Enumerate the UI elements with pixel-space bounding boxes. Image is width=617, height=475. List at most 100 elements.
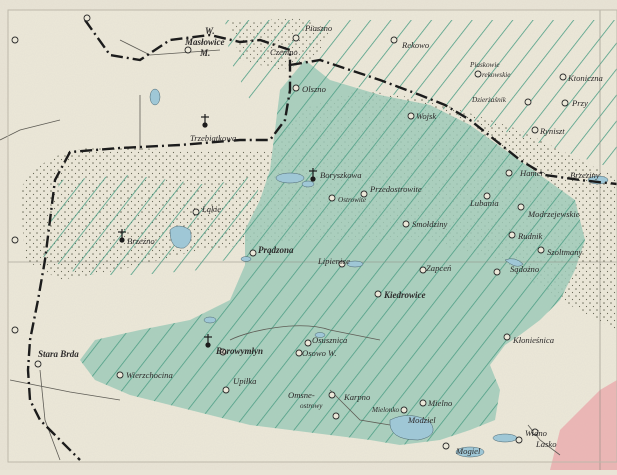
settlement-circle-icon[interactable] [517,203,525,211]
lakes [149,88,609,458]
settlement-circle-icon[interactable] [222,386,230,394]
label-mielonko: Mielonko [371,406,400,414]
settlement-circle-icon[interactable] [192,208,200,216]
settlement-circle-icon[interactable] [524,98,532,106]
settlement-circle-icon[interactable] [11,326,19,334]
label-widno: Widno [525,428,548,438]
label-borowymlyn: Borowymłyn [215,346,263,356]
settlement-circle-icon[interactable] [419,266,427,274]
label-pradzona: Prądzona [258,245,294,255]
settlement-circle-icon[interactable] [116,371,124,379]
settlement-circle-icon[interactable] [474,70,482,78]
road-3 [9,379,121,401]
settlement-circle-icon[interactable] [531,126,539,134]
settlement-circle-icon[interactable] [402,220,410,228]
church-icon [309,168,317,182]
road-5 [229,325,381,341]
road-6 [329,389,391,426]
settlement-circle-icon[interactable] [374,290,382,298]
district-boundary-east [289,58,617,186]
settlement-circle-icon[interactable] [83,14,91,22]
forest-hatch-west [40,175,260,275]
label-ktoniczna: Ktoniczna [567,73,603,83]
settlement-circle-icon[interactable] [11,236,19,244]
road-2 [119,39,221,56]
lake-2 [301,180,315,188]
settlement-circle-icon[interactable] [295,349,303,357]
settlement-circle-icon[interactable] [559,73,567,81]
label-ostrowy: ostrowy [300,402,323,410]
label-sadozno: Sądożno [510,264,540,274]
settlement-markers [11,14,569,450]
settlement-circle-icon[interactable] [332,412,340,420]
settlement-circle-icon[interactable] [34,360,42,368]
church-icon [201,114,209,128]
settlement-circle-icon[interactable] [328,391,336,399]
settlement-circle-icon[interactable] [292,84,300,92]
label-szoltmany: Szoltmany [547,247,583,257]
settlement-circle-icon[interactable] [219,348,227,356]
settlement-circle-icon[interactable] [11,36,19,44]
lake-boryszkowa [275,172,305,184]
label-wierzchocina: Wierzchocina [126,370,173,380]
label-w: W. [205,26,215,36]
lake-7 [455,446,485,458]
label-boryszkowa: Boryszkowa [320,170,362,180]
settlement-circle-icon[interactable] [493,268,501,276]
settlement-circle-icon[interactable] [483,192,491,200]
label-czemno: Czemno [270,47,298,57]
label-osowow: Osowo W. [302,348,337,358]
settlement-circle-icon[interactable] [561,99,569,107]
label-zapcen: Zapceń [426,263,452,273]
label-piaszno: Piaszno [304,23,333,33]
label-przedostrowite: Przedostrowite [369,184,422,194]
settlement-circle-icon[interactable] [304,339,312,347]
settlement-circle-icon[interactable] [442,442,450,450]
settlement-circle-icon[interactable] [292,34,300,42]
settlement-circle-icon[interactable] [505,169,513,177]
lake-6 [492,433,518,443]
road-8 [0,119,61,141]
settlement-circle-icon[interactable] [419,399,427,407]
label-klonicznica: Kłonieśnica [512,335,554,345]
label-omsne: Omsne- [288,390,315,400]
place-labels: W. Masłowice M. Piaszno Rekowo Czemno Ol… [38,23,603,456]
label-upilka: Upiłka [233,376,256,386]
settlement-circle-icon[interactable] [503,333,511,341]
label-rekowskie: rekowskie [482,71,511,79]
label-lasko: Lasko [535,439,557,449]
settlement-circle-icon[interactable] [537,246,545,254]
settlement-circle-icon[interactable] [400,406,408,414]
settlement-circle-icon[interactable] [328,194,336,202]
settlement-circle-icon[interactable] [508,231,516,239]
label-olszno: Olszno [302,84,327,94]
settlement-circle-icon[interactable] [184,46,192,54]
map-border [7,9,617,463]
label-karpno: Karpno [343,392,371,402]
label-starabrda: Stara Brda [38,349,79,359]
label-maslowice: Masłowice [184,37,225,47]
church-icon [204,334,212,348]
label-modrzejewskie: Modrzejewskie [527,209,580,219]
lake-8 [203,316,217,324]
label-przy: Przy [571,98,588,108]
label-brzeziny: Brzeziny [570,170,600,180]
label-m: M. [199,48,210,58]
settlement-circle-icon[interactable] [360,190,368,198]
settlement-circle-icon[interactable] [338,260,346,268]
settlement-circle-icon[interactable] [515,436,523,444]
label-modziel: Modziel [407,415,436,425]
label-smoldziny: Smołdziny [412,219,448,229]
road-7 [527,424,561,456]
settlement-circle-icon[interactable] [249,249,257,257]
label-wojsk: Wojsk [416,111,436,121]
label-kiedrowice: Kiedrowice [383,290,426,300]
settlement-circle-icon[interactable] [531,428,539,436]
settlement-circle-icon[interactable] [407,112,415,120]
label-piaskowie: Piaskowie [469,61,500,69]
label-mielno: Mielno [427,398,453,408]
settlement-circle-icon[interactable] [390,36,398,44]
lake-4 [314,332,326,338]
label-osusznica: Osusznica [312,335,347,345]
